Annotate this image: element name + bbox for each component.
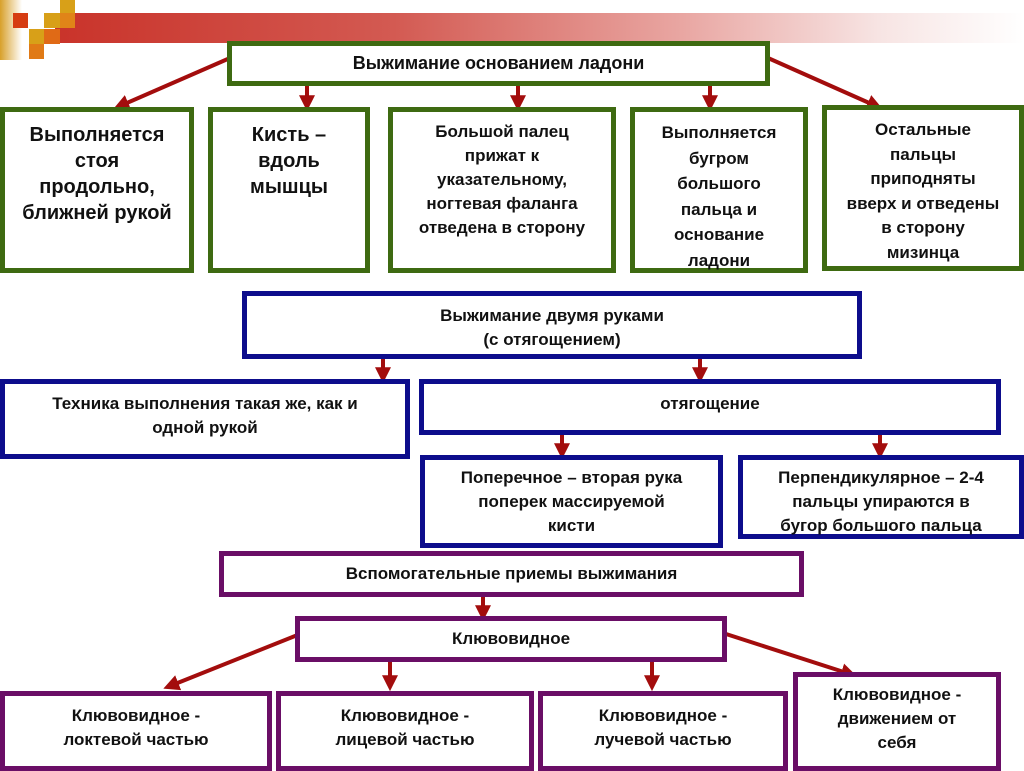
two-hands-title-box: Выжимание двумя руками (с отягощением) bbox=[242, 291, 862, 359]
arrow bbox=[163, 632, 301, 691]
two-hands-title: Выжимание двумя руками (с отягощением) bbox=[440, 306, 664, 349]
palm-base-item-5: Остальные пальцы приподняты вверх и отве… bbox=[822, 105, 1024, 271]
arrow bbox=[113, 56, 231, 110]
header-band bbox=[55, 13, 1024, 43]
perpendicular-weighting-box: Перпендикулярное – 2-4 пальцы упираются … bbox=[738, 455, 1024, 539]
palm-base-title-box: Выжимание основанием ладони bbox=[227, 41, 770, 86]
palm-base-item-3: Большой палец прижат к указательному, но… bbox=[388, 107, 616, 273]
arrow bbox=[725, 632, 857, 679]
beak-item-4: Клювовидное - движением от себя bbox=[793, 672, 1001, 771]
transverse-weighting-box: Поперечное – вторая рука поперек массиру… bbox=[420, 455, 723, 548]
arrow bbox=[767, 56, 883, 110]
weighting-box: отягощение bbox=[419, 379, 1001, 435]
auxiliary-techniques-box: Вспомогательные приемы выжимания bbox=[219, 551, 804, 597]
technique-box: Техника выполнения такая же, как и одной… bbox=[0, 379, 410, 459]
beak-box: Клювовидное bbox=[295, 616, 727, 662]
palm-base-title: Выжимание основанием ладони bbox=[352, 53, 645, 73]
beak-item-2: Клювовидное - лицевой частью bbox=[276, 691, 534, 771]
beak-item-1: Клювовидное - локтевой частью bbox=[0, 691, 272, 771]
beak-item-3: Клювовидное - лучевой частью bbox=[538, 691, 788, 771]
palm-base-item-4: Выполняется бугром большого пальца и осн… bbox=[630, 107, 808, 273]
palm-base-item-1: Выполняется стоя продольно, ближней руко… bbox=[0, 107, 194, 273]
palm-base-item-2: Кисть – вдоль мышцы bbox=[208, 107, 370, 273]
